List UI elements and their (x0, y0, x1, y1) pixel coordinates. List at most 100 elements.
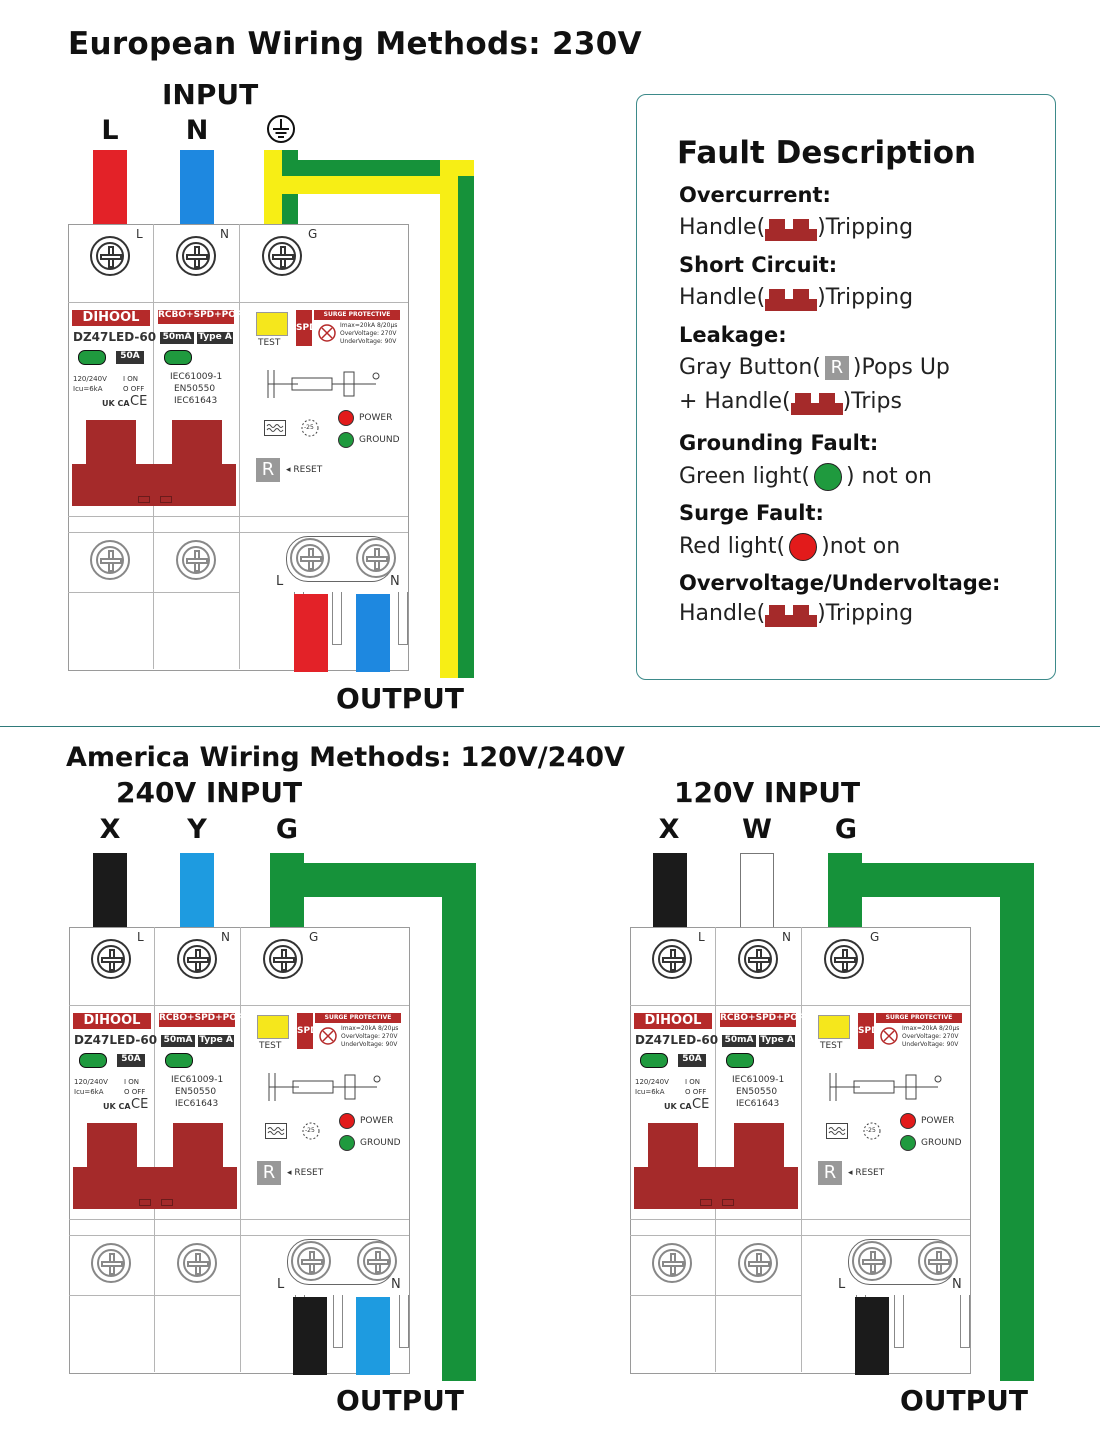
fault-grounding-heading: Grounding Fault: (679, 431, 879, 455)
ground-led-icon (338, 432, 354, 448)
pole-divider (154, 927, 155, 1372)
surge-warning-icon (880, 1027, 898, 1045)
fault-short-text: Handle()Tripping (679, 285, 914, 311)
terminal-screw-icon[interactable] (90, 540, 130, 580)
test-button[interactable] (256, 312, 288, 336)
current-rating: 50A (678, 1054, 706, 1067)
wire-x-240-input (93, 853, 127, 929)
terminal-screw-icon[interactable] (738, 939, 778, 979)
temperature-value: -25 (304, 424, 314, 431)
terminal-screw-icon[interactable] (176, 540, 216, 580)
terminal-label-g: G (309, 930, 319, 944)
voltage-rating: 120/240V (635, 1078, 669, 1086)
terminal-screw-icon[interactable] (91, 1243, 131, 1283)
terminal-screw-icon[interactable] (824, 939, 864, 979)
power-led-icon (900, 1113, 916, 1129)
reset-button[interactable]: R (256, 458, 280, 482)
test-label: TEST (820, 1041, 843, 1051)
wire-earth-output-stripe (458, 176, 474, 678)
spd-spec-3: UnderVoltage: 90V (902, 1041, 959, 1048)
sine-wave-icon (826, 1123, 848, 1139)
breaker-handle[interactable] (630, 1123, 801, 1219)
output-clamp (333, 1295, 343, 1348)
terminal-screw-icon[interactable] (290, 538, 330, 578)
output-clamp (399, 1295, 409, 1348)
temperature-value: -25 (305, 1127, 315, 1134)
wire-label-x-120: X (658, 814, 680, 845)
model-label: DZ47LED-60 (73, 330, 157, 344)
terminal-screw-icon[interactable] (90, 236, 130, 276)
temperature-value: -25 (866, 1127, 876, 1134)
terminal-screw-icon[interactable] (738, 1243, 778, 1283)
terminal-screw-icon[interactable] (91, 939, 131, 979)
terminal-screw-icon[interactable] (177, 1243, 217, 1283)
wire-label-l: L (101, 115, 119, 146)
type-rating: Type A (759, 1035, 795, 1047)
temperature-icon (860, 1119, 884, 1143)
terminal-screw-icon[interactable] (262, 236, 302, 276)
fault-overcurrent-heading: Overcurrent: (679, 183, 831, 207)
reset-button[interactable]: R (257, 1161, 281, 1185)
off-label: O OFF (685, 1088, 707, 1096)
status-led-icon (164, 350, 192, 365)
off-label: O OFF (123, 385, 145, 393)
status-led-icon (79, 1053, 107, 1068)
breaker-handle[interactable] (68, 420, 239, 516)
handle-divider (69, 1219, 409, 1220)
brand-logo: DIHOOL (634, 1013, 712, 1029)
terminal-screw-icon[interactable] (652, 939, 692, 979)
output-clamp (332, 592, 342, 645)
product-tag: RCBO+SPD+POP (720, 1013, 805, 1027)
output-clamp (894, 1295, 904, 1348)
wire-label-y-240: Y (187, 814, 207, 845)
fault-grounding-text: Green light() not on (679, 463, 932, 491)
terminal-screw-icon[interactable] (263, 939, 303, 979)
terminal-screw-icon[interactable] (357, 1241, 397, 1281)
leakage-rating: 50mA (160, 332, 194, 344)
europe-output-label: OUTPUT (336, 682, 464, 715)
icu-rating: Icu=6kA (635, 1088, 665, 1096)
green-light-icon (813, 463, 842, 491)
wire-label-g-240: G (275, 814, 299, 845)
power-label: POWER (359, 413, 393, 423)
breaker-america-240: L N G DIHOOL DZ47LED-60 50A 120/240V Icu… (69, 927, 410, 1374)
leakage-rating: 50mA (161, 1035, 195, 1047)
wire-x-120-input (653, 853, 687, 929)
america-120-input-label: 120V INPUT (674, 776, 861, 809)
power-led-icon (339, 1113, 355, 1129)
breaker-handle[interactable] (69, 1123, 240, 1219)
output-label-l: L (276, 574, 284, 589)
terminal-screw-icon[interactable] (291, 1241, 331, 1281)
wire-w-120-input (740, 853, 774, 929)
spd-spec-2: OverVoltage: 270V (902, 1033, 959, 1040)
terminal-screw-icon[interactable] (852, 1241, 892, 1281)
output-label-l: L (277, 1277, 285, 1292)
terminal-screw-icon[interactable] (176, 236, 216, 276)
terminal-label-n: N (221, 930, 230, 944)
terminal-screw-icon[interactable] (918, 1241, 958, 1281)
terminal-label-l: L (698, 930, 705, 944)
reset-button[interactable]: R (818, 1161, 842, 1185)
spd-title: SURGE PROTECTIVE DEVICE (876, 1013, 962, 1031)
test-button[interactable] (257, 1015, 289, 1039)
output-label-n: N (391, 1277, 401, 1292)
europe-input-label: INPUT (162, 78, 259, 111)
standard-3: IEC61643 (175, 1099, 219, 1109)
power-led-icon (338, 410, 354, 426)
fault-short-heading: Short Circuit: (679, 253, 838, 277)
current-rating: 50A (116, 351, 144, 364)
earth-ground-icon (266, 114, 296, 144)
reset-button-icon: R (824, 356, 849, 380)
bottom-divider (69, 1295, 241, 1296)
terminal-label-g: G (870, 930, 880, 944)
terminal-screw-icon[interactable] (652, 1243, 692, 1283)
product-tag: RCBO+SPD+POP (159, 1013, 244, 1027)
ce-mark: CE (692, 1097, 710, 1112)
fault-title: Fault Description (677, 135, 977, 171)
fault-leakage-text2: + Handle()Trips (679, 389, 902, 415)
spd-title: SURGE PROTECTIVE DEVICE (315, 1013, 401, 1031)
status-led-icon (726, 1053, 754, 1068)
terminal-screw-icon[interactable] (356, 538, 396, 578)
terminal-screw-icon[interactable] (177, 939, 217, 979)
test-button[interactable] (818, 1015, 850, 1039)
